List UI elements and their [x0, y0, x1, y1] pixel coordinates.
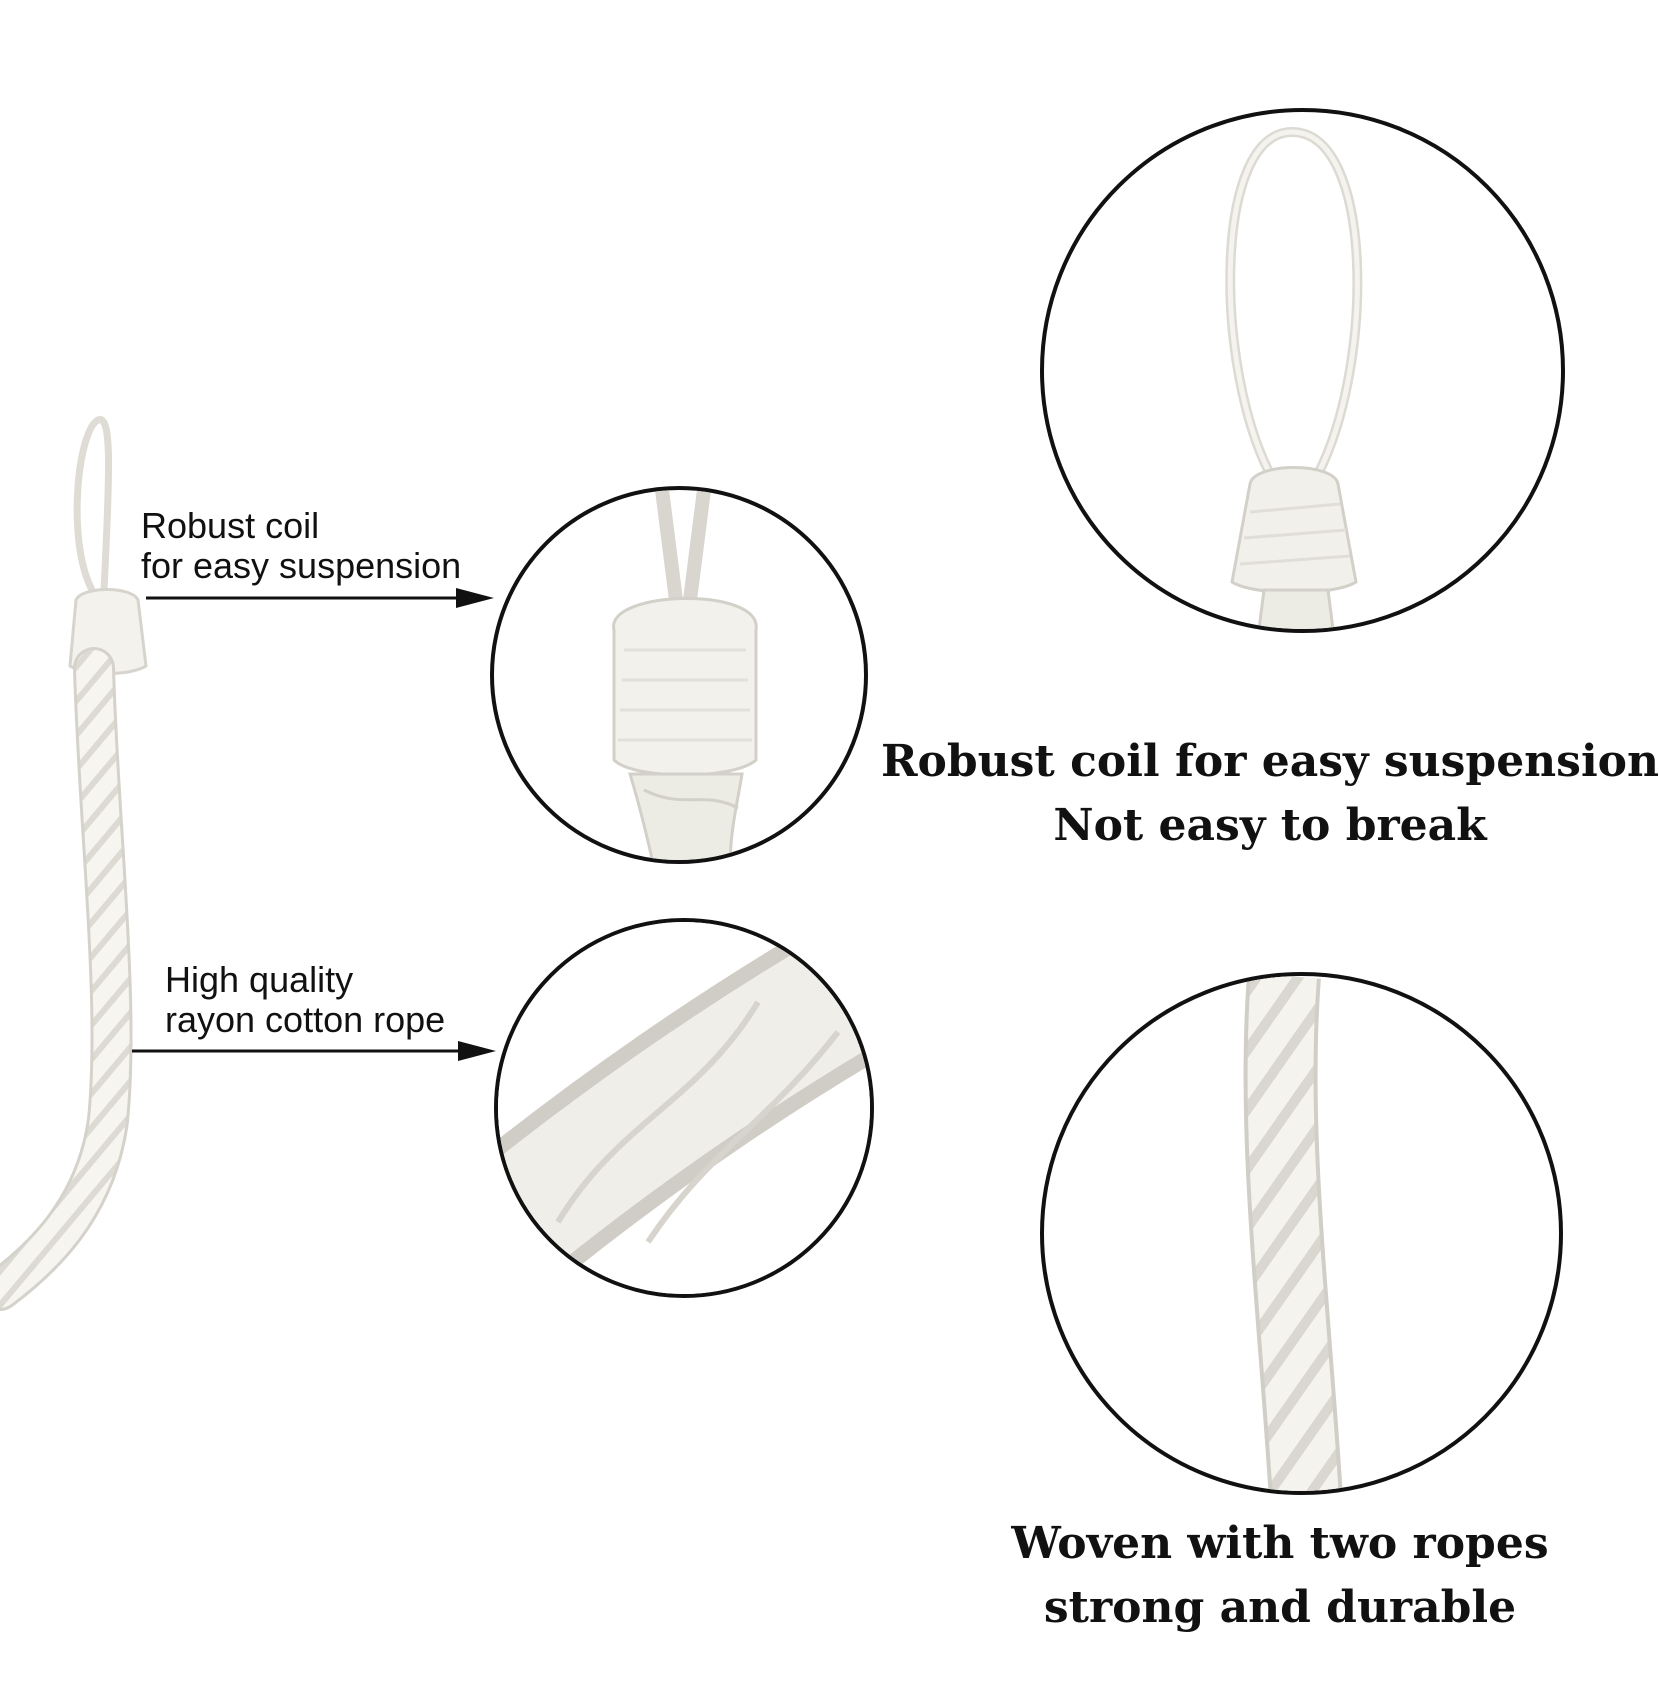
callout-coil-line2: for easy suspension [141, 545, 462, 586]
zoom-circle-loop-detail [1040, 108, 1565, 633]
cap-detail-image [612, 490, 758, 860]
zoom-circle-woven-rope [1040, 972, 1563, 1495]
rope-texture-image [498, 922, 870, 1294]
feature-woven-line2: strong and durable [1043, 1582, 1517, 1633]
callout-rope-line1: High quality [165, 959, 354, 1000]
feature-coil-line1: Robust coil for easy suspension [880, 736, 1659, 787]
callout-label-rope: High quality rayon cotton rope [165, 960, 445, 1040]
callout-coil-line1: Robust coil [141, 505, 320, 546]
callout-arrow-coil [146, 588, 494, 608]
feature-coil-line2: Not easy to break [1053, 800, 1487, 851]
callout-label-coil: Robust coil for easy suspension [141, 506, 461, 586]
feature-woven-line1: Woven with two ropes [1011, 1518, 1549, 1569]
zoom-circle-rope-texture [494, 918, 874, 1298]
callout-arrow-rope [132, 1041, 496, 1061]
feature-caption-woven: Woven with two ropes strong and durable [930, 1512, 1630, 1640]
loop-detail-image [1225, 126, 1363, 629]
callout-rope-line2: rayon cotton rope [165, 999, 446, 1040]
woven-rope-image [1243, 976, 1343, 1491]
zoom-circle-cap-detail [490, 486, 868, 864]
feature-caption-coil: Robust coil for easy suspension Not easy… [880, 730, 1660, 858]
